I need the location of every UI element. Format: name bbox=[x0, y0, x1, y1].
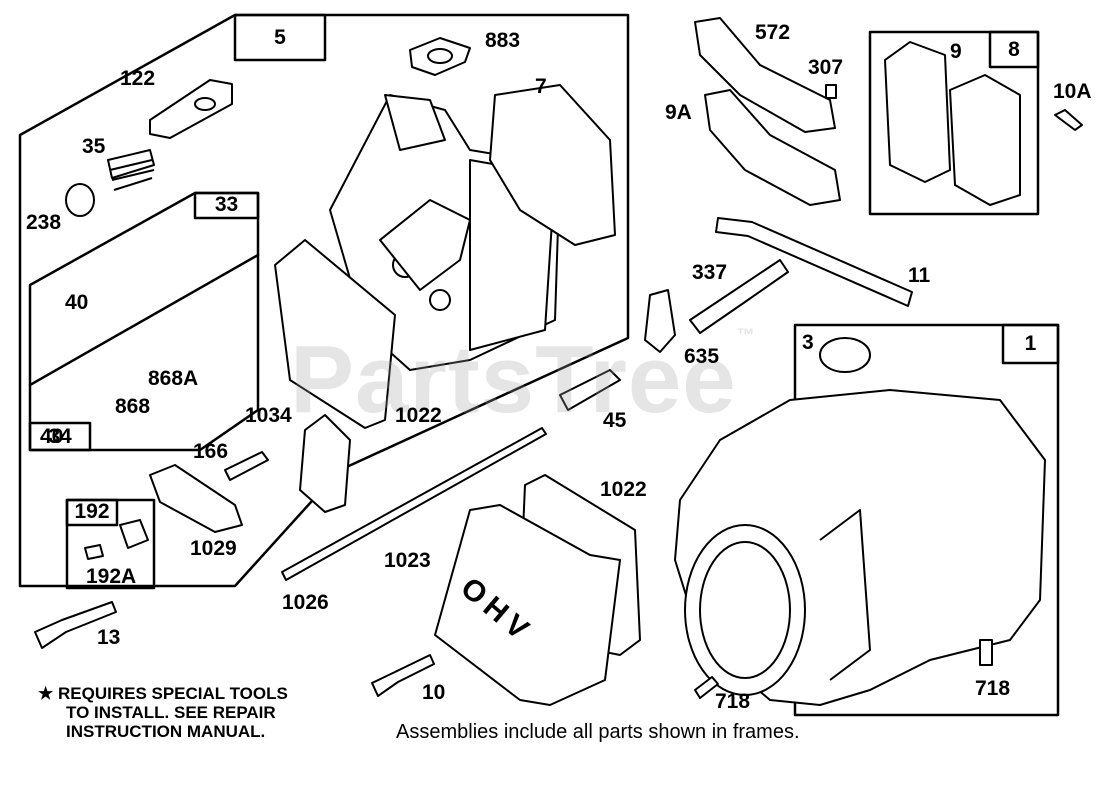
push-rod-1026-icon bbox=[281, 427, 547, 581]
part-label-1029[interactable]: 1029 bbox=[190, 537, 237, 560]
part-label-40-lower[interactable]: 40 bbox=[40, 425, 64, 448]
spacer-122-icon bbox=[149, 79, 233, 139]
push-rod-45-icon bbox=[559, 369, 621, 411]
note-line-3: INSTRUCTION MANUAL. bbox=[66, 722, 266, 741]
frame-5-label-box bbox=[233, 13, 327, 62]
part-label-122[interactable]: 122 bbox=[120, 67, 156, 90]
tube-11-icon bbox=[715, 217, 913, 307]
part-label-13[interactable]: 13 bbox=[97, 626, 121, 649]
frame-33-number: 33 bbox=[214, 193, 239, 216]
part-label-1034[interactable]: 1034 bbox=[245, 404, 292, 427]
part-label-1022-lower[interactable]: 1022 bbox=[600, 478, 647, 501]
part-label-192A[interactable]: 192A bbox=[86, 565, 137, 588]
frame-5-number: 5 bbox=[274, 26, 286, 49]
head-gasket-7-icon bbox=[489, 84, 616, 246]
part-label-337[interactable]: 337 bbox=[692, 261, 728, 284]
fitting-192A-icon bbox=[84, 544, 104, 560]
note-line-2: TO INSTALL. SEE REPAIR bbox=[66, 703, 276, 722]
pin-718a-icon bbox=[694, 676, 719, 699]
frame-192-label-box bbox=[65, 498, 119, 527]
stud-166-icon bbox=[224, 451, 269, 481]
part-label-1023[interactable]: 1023 bbox=[384, 549, 431, 572]
frame-8-outline bbox=[868, 30, 1040, 216]
part-label-9A[interactable]: 9A bbox=[665, 101, 692, 124]
part-label-307[interactable]: 307 bbox=[808, 56, 844, 79]
gasket-1022-upper-icon bbox=[274, 239, 396, 429]
part-label-10[interactable]: 10 bbox=[422, 681, 446, 704]
part-label-9[interactable]: 9 bbox=[950, 40, 962, 63]
frame-192-number: 192 bbox=[74, 500, 110, 523]
plate-1034-icon bbox=[299, 414, 351, 513]
frame-8-label-box bbox=[988, 30, 1040, 69]
part-label-35[interactable]: 35 bbox=[82, 135, 106, 158]
frame-8-number: 8 bbox=[1008, 38, 1020, 61]
breather-cover-8-icon bbox=[949, 74, 1021, 206]
frame-33-label-box bbox=[193, 191, 260, 220]
spark-plug-337-icon bbox=[689, 259, 789, 334]
part-label-572[interactable]: 572 bbox=[755, 21, 791, 44]
gasket-9A-icon bbox=[704, 89, 841, 206]
special-tools-note: ★ REQUIRES SPECIAL TOOLS TO INSTALL. SEE… bbox=[38, 684, 288, 741]
gasket-9-icon bbox=[884, 41, 951, 183]
part-label-868[interactable]: 868 bbox=[115, 395, 151, 418]
star-icon: ★ bbox=[38, 684, 54, 703]
deflector-1029-icon bbox=[149, 464, 243, 533]
part-label-166[interactable]: 166 bbox=[193, 440, 229, 463]
part-label-10A[interactable]: 10A bbox=[1053, 80, 1092, 103]
part-label-718-left[interactable]: 718 bbox=[715, 690, 751, 713]
part-label-45[interactable]: 45 bbox=[603, 409, 627, 432]
part-label-635[interactable]: 635 bbox=[684, 345, 720, 368]
screw-307-icon bbox=[825, 84, 837, 99]
frame-1-number: 1 bbox=[1024, 332, 1037, 355]
frame-34-number: 34 bbox=[48, 425, 72, 448]
cap-238-icon bbox=[65, 183, 95, 217]
engine-block-icon bbox=[674, 389, 1046, 706]
frame-1-label-box bbox=[1001, 323, 1060, 365]
assemblies-caption: Assemblies include all parts shown in fr… bbox=[396, 721, 800, 743]
part-label-718-right[interactable]: 718 bbox=[975, 677, 1011, 700]
part-label-868A[interactable]: 868A bbox=[148, 367, 199, 390]
part-label-1022-upper[interactable]: 1022 bbox=[395, 404, 442, 427]
part-label-11[interactable]: 11 bbox=[908, 264, 931, 287]
screw-10A-icon bbox=[1054, 109, 1083, 131]
part-label-1026[interactable]: 1026 bbox=[282, 591, 329, 614]
part-label-883[interactable]: 883 bbox=[485, 29, 521, 52]
part-label-7[interactable]: 7 bbox=[535, 75, 547, 98]
valve-cover-1023-icon bbox=[434, 504, 621, 706]
oil-seal-3-icon bbox=[819, 337, 871, 373]
gasket-572-icon bbox=[694, 17, 836, 133]
bolt-10-icon bbox=[371, 654, 435, 697]
part-label-40-upper[interactable]: 40 bbox=[65, 291, 89, 314]
frame-34-label-box bbox=[28, 421, 92, 452]
spring-35-icon bbox=[107, 149, 155, 191]
part-label-238[interactable]: 238 bbox=[26, 211, 62, 234]
gasket-883-icon bbox=[409, 37, 471, 76]
fitting-192-icon bbox=[119, 519, 149, 549]
pin-718b-icon bbox=[979, 639, 993, 666]
bolt-13-icon bbox=[34, 601, 117, 649]
plug-boot-635-icon bbox=[644, 289, 676, 353]
part-label-3[interactable]: 3 bbox=[802, 331, 814, 354]
note-line-1: REQUIRES SPECIAL TOOLS bbox=[57, 684, 288, 703]
